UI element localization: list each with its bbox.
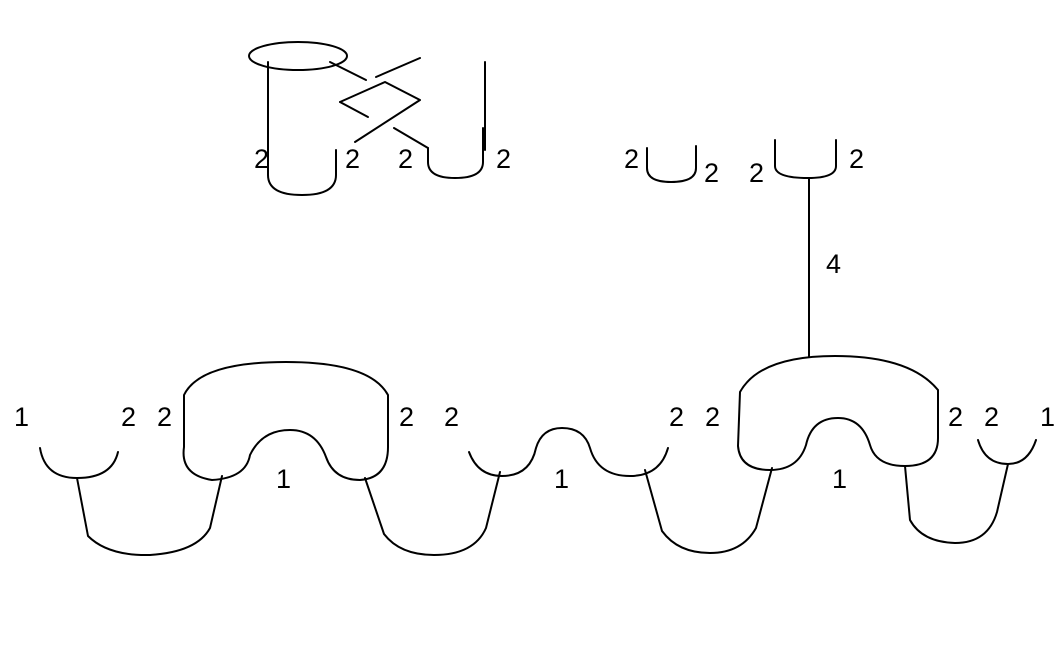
left-cup (267, 149, 337, 196)
top-left-tangle (248, 41, 486, 196)
top-left-label-3: 2 (398, 144, 414, 174)
leftmost-cup (39, 447, 119, 479)
connector-weight-label: 4 (826, 249, 842, 279)
bottom-edge-label-4: 2 (444, 402, 460, 432)
top-right-label-1: 2 (749, 158, 765, 188)
bottom-end-label-right: 1 (1040, 402, 1056, 432)
top-left-label-4: 2 (496, 144, 512, 174)
bottom-center-label-2: 1 (554, 464, 570, 494)
bottom-chain (39, 355, 1037, 557)
crossing-strand-d (339, 101, 369, 118)
bottom-edge-label-7: 2 (948, 402, 964, 432)
crossing-strand-e (393, 127, 429, 149)
bottom-center-label-1: 1 (276, 464, 292, 494)
rightmost-cup (977, 439, 1037, 465)
crossing-strand-b (375, 57, 421, 78)
top-left-label-1: 2 (254, 144, 270, 174)
top-middle-label-2: 2 (704, 158, 720, 188)
bottom-edge-label-3: 2 (399, 402, 415, 432)
top-right-cup (774, 139, 837, 358)
crossing-strand-c (339, 81, 421, 143)
bottom-link-3 (644, 467, 773, 554)
bottom-edge-label-1: 2 (121, 402, 137, 432)
right-arch-block (737, 355, 939, 471)
left-arch-block (182, 361, 389, 481)
bottom-link-1 (76, 475, 223, 557)
ring (248, 41, 348, 71)
top-right-label-2: 2 (849, 144, 865, 174)
bottom-link-2 (364, 471, 501, 556)
bottom-link-4 (904, 463, 1009, 544)
middle-cup (427, 127, 484, 179)
bottom-edge-label-2: 2 (157, 402, 173, 432)
bottom-edge-label-8: 2 (984, 402, 1000, 432)
bottom-center-label-3: 1 (832, 464, 848, 494)
cup (774, 139, 837, 179)
bottom-edge-label-5: 2 (669, 402, 685, 432)
crossing-strand-a (329, 61, 367, 81)
top-left-label-2: 2 (345, 144, 361, 174)
small-cup (646, 145, 697, 183)
bottom-edge-label-6: 2 (705, 402, 721, 432)
bottom-end-label-left: 1 (14, 402, 30, 432)
middle-arch (468, 427, 669, 477)
top-middle-label-1: 2 (624, 144, 640, 174)
